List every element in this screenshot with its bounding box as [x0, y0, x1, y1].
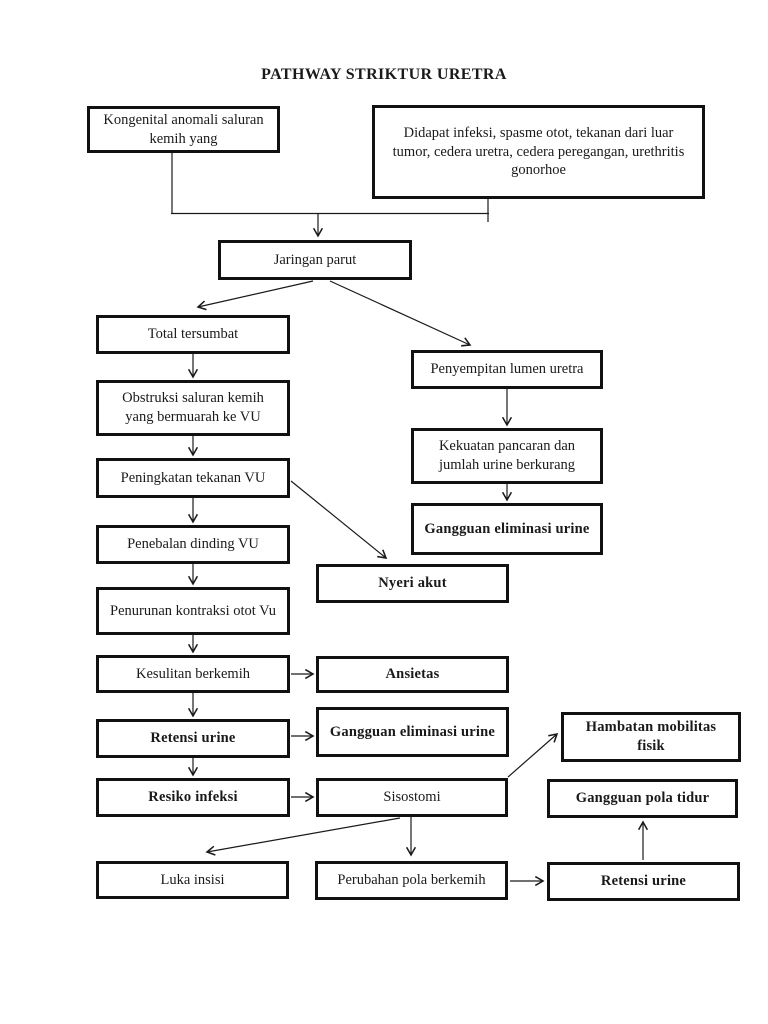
node-obstruksi-saluran: Obstruksi saluran kemih yang bermuarah k…	[96, 380, 290, 436]
node-penyempitan-lumen: Penyempitan lumen uretra	[411, 350, 603, 389]
node-retensi-urine-bottom: Retensi urine	[547, 862, 740, 901]
node-label: Penurunan kontraksi otot Vu	[110, 602, 276, 619]
node-label: Peningkatan tekanan VU	[120, 469, 266, 486]
edge-peningkatan-to-nyeri	[290, 480, 388, 559]
node-label: Jaringan parut	[273, 251, 357, 268]
node-label: Gangguan pola tidur	[575, 790, 710, 807]
node-label: Gangguan eliminasi urine	[424, 520, 590, 537]
node-label: Kesulitan berkemih	[136, 665, 250, 682]
node-luka-insisi: Luka insisi	[96, 861, 289, 899]
node-jaringan-parut: Jaringan parut	[218, 240, 412, 280]
edge-sisostomi-to-luka	[205, 817, 401, 856]
node-gangguan-eliminasi-right: Gangguan eliminasi urine	[411, 503, 603, 555]
node-retensi-urine-left: Retensi urine	[96, 719, 290, 758]
node-penurunan-kontraksi: Penurunan kontraksi otot Vu	[96, 587, 290, 635]
page-title: PATHWAY STRIKTUR URETRA	[261, 66, 507, 83]
node-gangguan-eliminasi-mid: Gangguan eliminasi urine	[316, 707, 509, 757]
node-label: Obstruksi saluran kemih yang bermuarah k…	[122, 390, 264, 425]
node-hambatan-mobilitas: Hambatan mobilitas fisik	[561, 712, 741, 762]
node-total-tersumbat: Total tersumbat	[96, 315, 290, 354]
node-label: Gangguan eliminasi urine	[329, 723, 496, 740]
node-label: Total tersumbat	[147, 326, 239, 343]
node-label: Nyeri akut	[378, 575, 447, 592]
node-label: Kekuatan pancaran dan jumlah urine berku…	[438, 438, 576, 473]
node-perubahan-pola-berkemih: Perubahan pola berkemih	[315, 861, 508, 900]
node-penebalan-dinding: Penebalan dinding VU	[96, 525, 290, 564]
edge-jaringan-to-penyempitan	[329, 280, 472, 347]
node-label: Penyempitan lumen uretra	[430, 361, 584, 378]
node-label: Retensi urine	[600, 873, 687, 890]
node-kongenital-anomali: Kongenital anomali saluran kemih yang	[87, 106, 280, 153]
node-label: Didapat infeksi, spasme otot, tekanan da…	[392, 124, 685, 179]
node-gangguan-pola-tidur: Gangguan pola tidur	[547, 779, 738, 818]
node-label: Retensi urine	[150, 730, 236, 747]
node-label: Penebalan dinding VU	[127, 536, 259, 553]
node-label: Luka insisi	[160, 871, 225, 888]
node-didapat-infeksi: Didapat infeksi, spasme otot, tekanan da…	[372, 105, 705, 199]
node-label: Hambatan mobilitas fisik	[585, 719, 717, 754]
node-label: Ansietas	[385, 666, 440, 683]
node-ansietas: Ansietas	[316, 656, 509, 693]
node-peningkatan-tekanan: Peningkatan tekanan VU	[96, 458, 290, 498]
edge-jaringan-to-total	[196, 280, 314, 311]
node-label: Perubahan pola berkemih	[337, 872, 486, 889]
node-label: Sisostomi	[383, 789, 441, 806]
node-kekuatan-pancaran: Kekuatan pancaran dan jumlah urine berku…	[411, 428, 603, 484]
node-label: Resiko infeksi	[148, 789, 238, 806]
node-resiko-infeksi: Resiko infeksi	[96, 778, 290, 817]
node-sisostomi: Sisostomi	[316, 778, 508, 817]
node-label: Kongenital anomali saluran kemih yang	[103, 111, 264, 147]
node-nyeri-akut: Nyeri akut	[316, 564, 509, 603]
node-kesulitan-berkemih: Kesulitan berkemih	[96, 655, 290, 693]
edge-sisostomi-to-hambatan	[507, 732, 559, 778]
